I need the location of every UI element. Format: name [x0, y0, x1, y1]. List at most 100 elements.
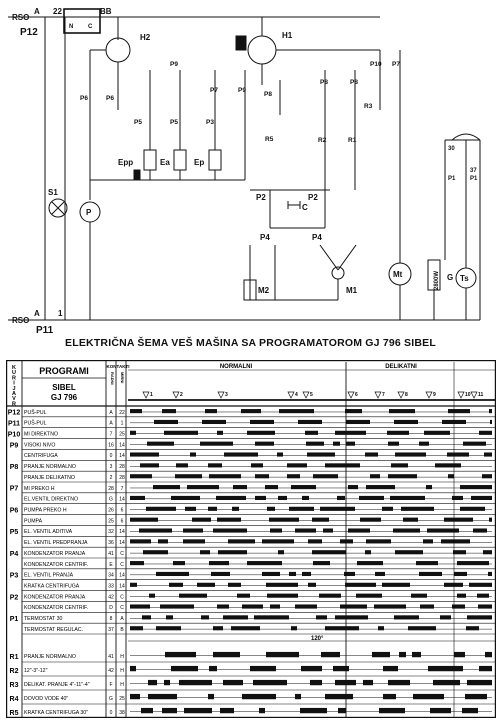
cam-segment — [307, 452, 335, 457]
step-marker — [470, 391, 478, 399]
cam-segment — [448, 474, 454, 479]
row-name: PUŠ-PUL — [24, 420, 47, 427]
cam-segment — [395, 452, 426, 457]
cam-segment — [348, 485, 358, 490]
cam-segment — [313, 474, 338, 479]
delikatni-label: DELIKATNI — [385, 364, 417, 370]
cam-segment — [312, 517, 329, 522]
cam-segment — [335, 430, 366, 435]
cam-segment — [423, 539, 433, 544]
cam-segment — [313, 561, 330, 566]
thermo-30: 30 — [448, 146, 455, 152]
row-name: TERMOSTAT REGULAC. — [24, 627, 83, 633]
cam-segment — [158, 539, 168, 544]
step-marker — [172, 391, 180, 399]
row-k: P9 — [10, 442, 19, 449]
cam-segment — [259, 707, 265, 714]
nc-n-label: N — [69, 24, 73, 30]
cam-segment — [187, 485, 219, 490]
step-marker — [217, 391, 225, 399]
cam-segment — [365, 550, 371, 555]
p2-right-label: P2 — [308, 193, 318, 202]
rso-bottom-label: RSO — [12, 316, 29, 325]
cam-segment — [173, 561, 185, 566]
row-name: EL. VENTIL ADITIVA — [24, 529, 73, 535]
rso-top-label: RSO — [12, 13, 29, 22]
row-k: P7 — [10, 486, 19, 493]
row-k: P6 — [10, 507, 19, 514]
cam-segment — [426, 485, 432, 490]
kurija-letter: V — [12, 396, 16, 402]
cam-segment — [216, 495, 246, 501]
row-b: A — [120, 616, 124, 622]
row-b: 14 — [119, 540, 125, 546]
row-a: 37 — [108, 627, 114, 633]
cam-segment — [325, 463, 360, 468]
cam-segment — [278, 550, 284, 555]
cam-segment — [370, 474, 380, 479]
cam-segment — [408, 626, 436, 631]
cam-segment — [224, 452, 258, 457]
cam-segment — [310, 679, 322, 686]
cam-segment — [287, 463, 307, 468]
row-name: PRANJE DELIKATNO — [24, 475, 75, 481]
cam-segment — [302, 495, 309, 501]
cam-segment — [247, 430, 275, 435]
contact-r3: R3 — [364, 103, 373, 110]
row-b: 25 — [119, 696, 125, 702]
cam-segment — [179, 593, 207, 598]
row-name: EL.VENTIL DIREKTNO — [24, 497, 78, 503]
row-b: 38 — [119, 710, 125, 716]
pump-p-label: P — [86, 208, 92, 217]
p12-label: P12 — [20, 27, 38, 38]
cam-segment — [489, 517, 492, 522]
cam-segment — [291, 485, 316, 490]
cam-segment — [130, 626, 143, 631]
cam-segment — [291, 626, 297, 631]
cam-segment — [411, 593, 427, 598]
row-name: PUMPA — [24, 518, 43, 524]
row-name: PRANJE NORMALNO — [24, 464, 76, 470]
heater-epp-label: Epp — [118, 158, 133, 167]
sibel-header: SIBEL — [52, 383, 76, 392]
row-name: KONDENZATOR CENTRIF. — [24, 562, 88, 568]
cam-segment — [295, 604, 317, 609]
cam-segment — [255, 474, 269, 479]
cam-segment — [130, 517, 158, 522]
row-name: KONDENZATOR PRANJA — [24, 594, 86, 600]
step-number: 9 — [433, 392, 436, 398]
row-b: 7 — [121, 486, 124, 492]
step-marker — [347, 391, 355, 399]
kurija-letter: R — [12, 401, 16, 407]
contact-p10: P10 — [370, 61, 382, 68]
cam-segment — [448, 409, 470, 414]
cam-segment — [130, 539, 151, 544]
cam-segment — [488, 571, 492, 577]
cam-segment — [160, 604, 194, 609]
row-name: PUŠ-PUL — [24, 409, 47, 416]
cam-segment — [270, 528, 282, 533]
wiring-diagram: RSO RSO A A P12 P11 22 1 BB N C S1 P H2 … — [8, 7, 481, 336]
cam-segment — [444, 517, 473, 522]
row-a: 25 — [108, 518, 114, 524]
cam-segment — [255, 441, 274, 446]
cam-segment — [209, 665, 217, 672]
contact-r1: R1 — [348, 137, 357, 144]
cam-segment — [427, 528, 459, 533]
cam-segment — [266, 582, 298, 587]
row-a: A — [109, 421, 113, 427]
cam-segment — [298, 419, 322, 425]
cam-segment — [477, 593, 489, 598]
contact-p7: P7 — [210, 87, 218, 94]
kurija-letter: R — [12, 375, 16, 381]
cam-segment — [452, 604, 465, 609]
cam-segment — [277, 452, 283, 457]
cam-segment — [394, 419, 418, 425]
cam-segment — [130, 693, 140, 700]
contact-r2: R2 — [318, 137, 327, 144]
cam-segment — [401, 506, 434, 511]
table-frame — [6, 360, 496, 718]
row-a: 33 — [108, 584, 114, 590]
row-a: 8 — [110, 616, 113, 622]
